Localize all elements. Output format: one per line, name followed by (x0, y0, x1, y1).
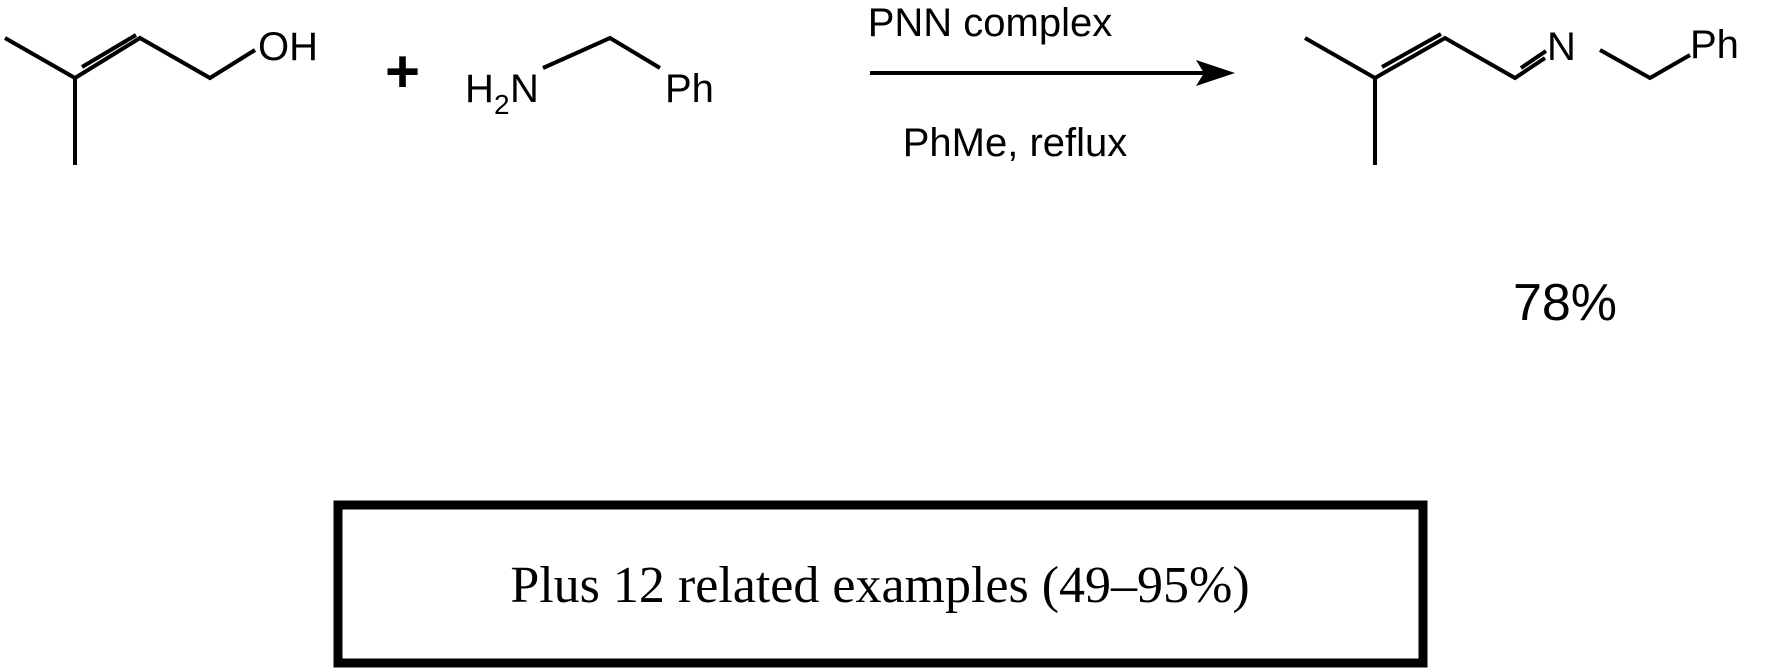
reactant1-hydroxyl-label: OH (258, 25, 318, 69)
reactant2-amine-h-label: H (465, 67, 494, 111)
reactant2-phenyl-label: Ph (665, 67, 714, 111)
reagent-label: PNN complex (868, 1, 1113, 45)
reactant2-amine-n-label: N (510, 67, 539, 111)
reactant1-skeleton-bond (4, 35, 257, 81)
reaction-arrow-head (1196, 60, 1235, 86)
reactant2-amine-subscript: 2 (494, 89, 510, 120)
reactant-benzylamine: H 2 N Ph (465, 35, 714, 120)
summary-box: Plus 12 related examples (49–95%) (333, 500, 1428, 668)
reactant2-skeleton-bond (542, 35, 662, 70)
product-phenyl-label: Ph (1690, 23, 1739, 67)
reaction-arrow-group: PNN complex PhMe, reflux (868, 1, 1235, 165)
product-cn-double-bond-inner (1519, 49, 1548, 70)
product-cc-double-bond-inner (1381, 32, 1442, 69)
plus-sign: + (385, 38, 420, 105)
product-yield: 78% (1513, 274, 1617, 332)
conditions-label: PhMe, reflux (903, 121, 1128, 165)
summary-box-border (333, 500, 1428, 668)
reactant1-double-bond-inner (80, 33, 138, 69)
product-imine: N Ph 78% (1304, 23, 1739, 332)
reactant-prenyl-alcohol: OH (4, 25, 318, 165)
product-benzyl-bond (1599, 48, 1691, 81)
product-imine-nitrogen-label: N (1547, 25, 1576, 69)
product-skeleton-bond (1304, 35, 1547, 81)
summary-text: Plus 12 related examples (49–95%) (510, 557, 1249, 614)
